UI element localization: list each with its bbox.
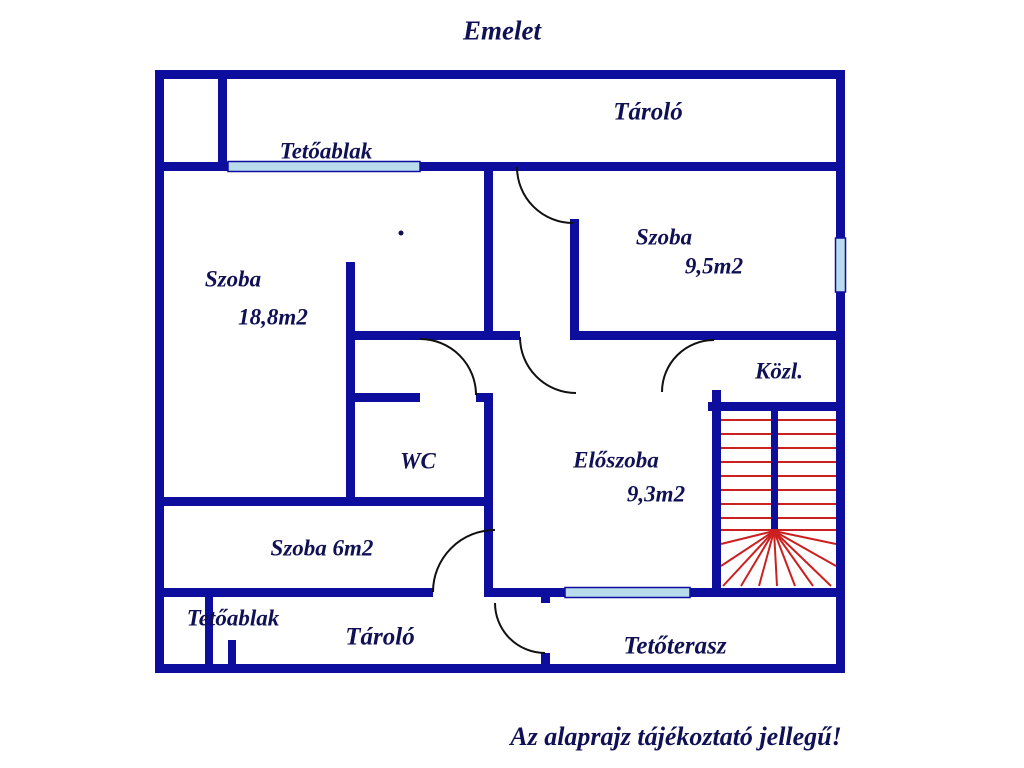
wall-segment <box>836 70 845 673</box>
staircase <box>720 411 837 587</box>
wall-segment <box>541 653 550 673</box>
wall-segment <box>205 588 213 673</box>
windows <box>227 160 847 599</box>
stair-winders <box>720 530 837 587</box>
label-storage-top: Tároló <box>613 98 683 126</box>
disclaimer-text: Az alaprajz tájékoztató jellegű! <box>510 722 842 751</box>
stair-treads <box>721 419 836 531</box>
wall-segment <box>346 262 355 506</box>
door-arc-room-topright <box>516 166 574 224</box>
label-roof-window-top: Tetőablak <box>279 138 373 164</box>
door-arc-storage-bottom <box>494 602 546 654</box>
label-corridor: Közl. <box>755 358 803 384</box>
wall-segment <box>570 219 579 340</box>
door-arc-passage-hall <box>519 336 577 394</box>
wall-segment <box>346 393 420 402</box>
door-arc-wc <box>419 338 477 396</box>
wall-segment <box>576 331 836 340</box>
label-room-topright-area: 9,5m2 <box>684 253 744 279</box>
wall-segment <box>708 402 845 411</box>
wall-segment <box>218 70 227 171</box>
wall-segment <box>155 70 164 673</box>
wall-segment <box>712 390 721 597</box>
label-hall-name: Előszoba <box>573 447 659 473</box>
wall-segment <box>155 162 845 171</box>
window-strip-bottom <box>564 586 691 599</box>
wall-segment <box>155 497 493 506</box>
outer-walls <box>155 70 845 673</box>
page-title: Emelet <box>463 15 541 46</box>
label-roof-terrace: Tetőterasz <box>623 632 727 660</box>
door-arc-room-bottom <box>432 529 496 593</box>
wall-segment <box>484 162 493 340</box>
label-room-bottom: Szoba 6m2 <box>270 535 374 561</box>
wall-segment <box>484 497 493 597</box>
wall-segment <box>346 331 520 340</box>
label-roof-window-bottom: Tetőablak <box>186 605 280 631</box>
label-storage-bottom: Tároló <box>345 623 415 651</box>
door-arcs <box>419 166 715 654</box>
wall-segment <box>155 664 845 673</box>
label-wc: WC <box>400 448 436 474</box>
wall-segment <box>155 588 433 597</box>
stair-divider <box>771 411 778 529</box>
wall-segment <box>541 588 550 603</box>
label-room-topright-name: Szoba <box>635 224 693 250</box>
door-arc-corridor <box>661 339 715 393</box>
ceiling-dot <box>398 230 404 236</box>
window-strip-right <box>834 237 847 293</box>
label-room-left-name: Szoba <box>204 266 262 292</box>
wall-segment <box>155 70 845 79</box>
wall-segment <box>228 640 236 673</box>
label-room-left-area: 18,8m2 <box>238 304 308 330</box>
wall-segment <box>484 393 493 506</box>
interior-walls <box>155 70 845 673</box>
label-hall-area: 9,3m2 <box>626 481 686 507</box>
roof-window-strip-top <box>227 160 421 173</box>
